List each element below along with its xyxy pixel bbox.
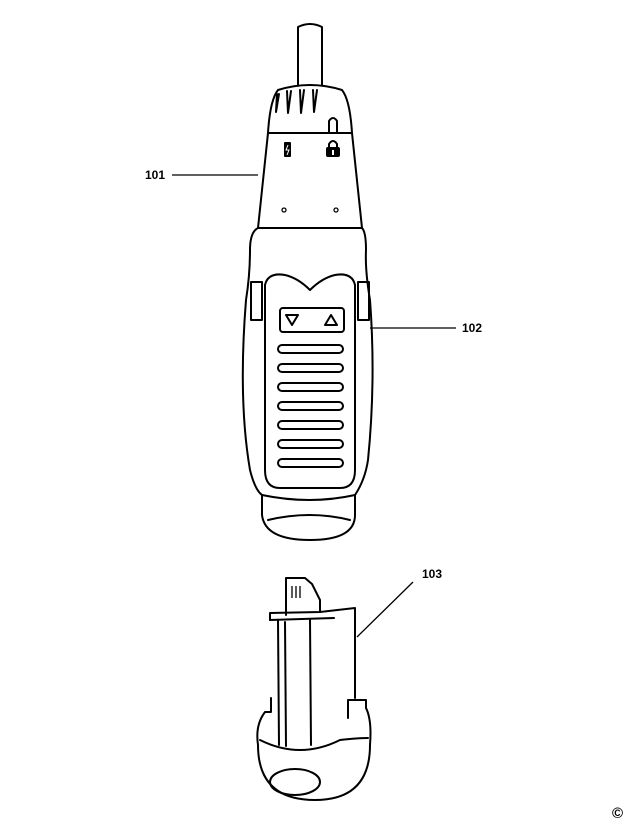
reverse-arrow-icon	[285, 314, 299, 326]
screw-hole	[281, 207, 287, 213]
grip-ribs	[277, 344, 344, 468]
grip-panel	[264, 273, 356, 489]
lock-icon	[326, 140, 340, 157]
collar-notches	[275, 89, 338, 133]
copyright-mark: ©	[612, 805, 624, 822]
screw-hole	[333, 207, 339, 213]
handle-base-pad	[267, 514, 351, 521]
callout-102: 102	[462, 321, 483, 335]
torque-collar	[267, 84, 353, 134]
callout-103: 103	[422, 567, 443, 581]
handle-base	[261, 494, 356, 501]
battery-pack	[256, 577, 372, 801]
direction-switch	[279, 307, 345, 333]
leader-line-103	[356, 581, 414, 638]
side-button-left	[250, 281, 263, 321]
screwdriver-bit	[297, 23, 323, 86]
callout-101: 101	[145, 168, 166, 182]
battery-indicator-icon	[284, 142, 291, 157]
side-button-right	[357, 281, 370, 321]
motor-housing	[257, 132, 363, 229]
forward-arrow-icon	[324, 314, 338, 326]
